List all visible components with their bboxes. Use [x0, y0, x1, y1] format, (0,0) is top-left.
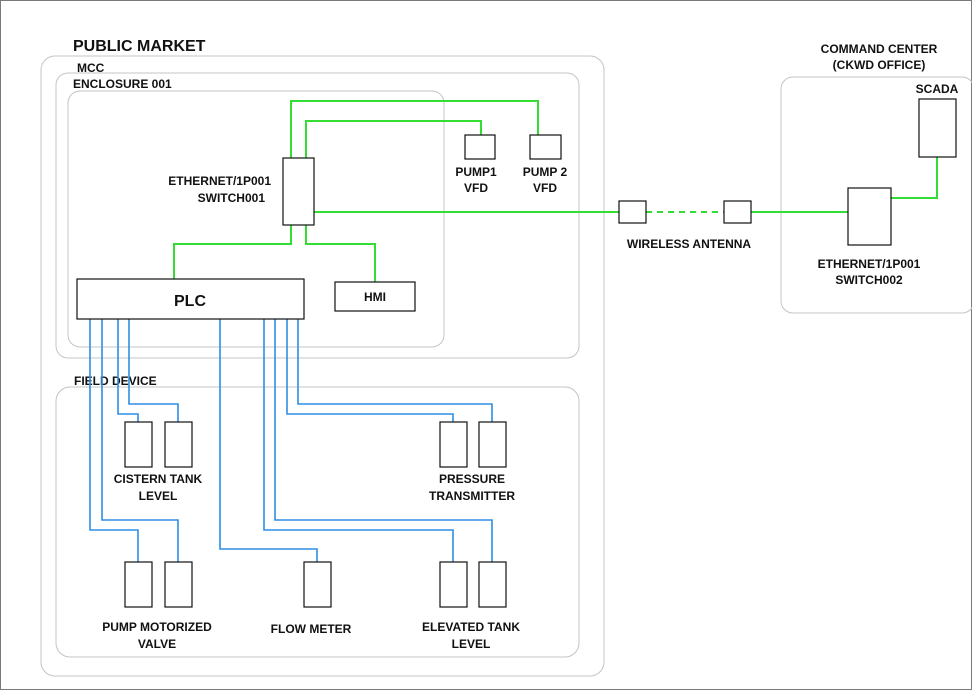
wireless-antenna-box-right [723, 200, 752, 224]
signal-wire-flow-meter [219, 319, 318, 562]
command-center-title-line2: (CKWD OFFICE) [833, 58, 926, 72]
mcc-title: MCC [77, 61, 105, 75]
elevated-tank-level-label-line2: LEVEL [452, 637, 491, 651]
hmi: HMI [334, 281, 416, 312]
switch002: ETHERNET/1P001 SWITCH002 [818, 187, 921, 287]
signal-wire-valve-b [101, 319, 179, 562]
mcc-region [55, 72, 580, 359]
field-device-region [55, 386, 580, 658]
pressure-transmitter-box-a [439, 421, 468, 468]
hmi-label: HMI [364, 290, 386, 304]
cistern-tank-level-box-b [164, 421, 193, 468]
pressure-transmitter-label-line2: TRANSMITTER [429, 489, 515, 503]
signal-wire-cistern-a [117, 319, 139, 422]
elevated-tank-level-box-b [478, 561, 507, 608]
switch001-box [282, 157, 315, 226]
pump-motorized-valve-label-line2: VALVE [138, 637, 176, 651]
switch002-label-line2: SWITCH002 [835, 273, 903, 287]
signal-wire-pressure-a [286, 319, 454, 422]
pump-motorized-valve-box-b [164, 561, 193, 608]
pump1-vfd-box [464, 134, 496, 160]
ethernet-link-switch001-pump2 [290, 100, 539, 158]
switch001-label-line1: ETHERNET/1P001 [168, 174, 271, 188]
pump-motorized-valve: PUMP MOTORIZED VALVE [102, 561, 212, 651]
wireless-antenna-box-left [618, 200, 647, 224]
scada-label: SCADA [916, 82, 959, 96]
ethernet-links [173, 100, 938, 282]
pump2-vfd-box [529, 134, 562, 160]
pump1-vfd-label-line1: PUMP1 [455, 165, 497, 179]
pressure-transmitter-label-line1: PRESSURE [439, 472, 505, 486]
elevated-tank-level-label-line1: ELEVATED TANK [422, 620, 520, 634]
pump2-vfd-label-line1: PUMP 2 [523, 165, 568, 179]
ethernet-link-switch002-scada [891, 157, 938, 199]
command-center-region [780, 76, 972, 314]
signal-wire-pressure-b [297, 319, 493, 422]
pump-motorized-valve-label-line1: PUMP MOTORIZED [102, 620, 212, 634]
ethernet-link-switch001-plc [173, 225, 292, 279]
scada-box [918, 98, 957, 158]
pressure-transmitter-box-b [478, 421, 507, 468]
switch001-label-line2: SWITCH001 [198, 191, 266, 205]
wireless-antenna-label: WIRELESS ANTENNA [627, 237, 752, 251]
pressure-transmitter: PRESSURE TRANSMITTER [429, 421, 515, 503]
pump1-vfd: PUMP1 VFD [455, 134, 497, 195]
cistern-tank-level-box-a [124, 421, 153, 468]
flow-meter-box [303, 561, 332, 608]
cistern-tank-level: CISTERN TANK LEVEL [114, 421, 203, 503]
public-market-region [40, 55, 605, 677]
scada: SCADA [916, 82, 959, 158]
flow-meter-label: FLOW METER [271, 622, 352, 636]
pump2-vfd: PUMP 2 VFD [523, 134, 568, 195]
pump2-vfd-label-line2: VFD [533, 181, 557, 195]
plc: PLC [76, 278, 305, 320]
flow-meter: FLOW METER [271, 561, 352, 636]
hmi-box [334, 281, 416, 312]
signal-wire-valve-a [89, 319, 139, 562]
public-market-title: PUBLIC MARKET [73, 38, 206, 55]
plc-box [76, 278, 305, 320]
switch001: ETHERNET/1P001 SWITCH001 [168, 157, 315, 226]
switch002-label-line1: ETHERNET/1P001 [818, 257, 921, 271]
plc-label: PLC [174, 293, 206, 310]
ethernet-link-switch001-hmi [305, 225, 376, 282]
pump-motorized-valve-box-a [124, 561, 153, 608]
field-device-title: FIELD DEVICE [74, 374, 157, 388]
cistern-tank-level-label-line2: LEVEL [139, 489, 178, 503]
signal-wire-elevated-b [274, 319, 493, 562]
ethernet-link-switch001-pump1 [305, 120, 482, 158]
cistern-tank-level-label-line1: CISTERN TANK [114, 472, 203, 486]
signal-wire-elevated-a [263, 319, 454, 562]
enclosure-title: ENCLOSURE 001 [73, 77, 172, 91]
signal-wires [89, 319, 493, 562]
wireless-antenna: WIRELESS ANTENNA [618, 200, 752, 251]
enclosure-region [67, 90, 445, 348]
elevated-tank-level: ELEVATED TANK LEVEL [422, 561, 520, 651]
signal-wire-cistern-b [128, 319, 179, 422]
elevated-tank-level-box-a [439, 561, 468, 608]
switch002-box [847, 187, 892, 246]
pump1-vfd-label-line2: VFD [464, 181, 488, 195]
command-center-title-line1: COMMAND CENTER [821, 42, 938, 56]
